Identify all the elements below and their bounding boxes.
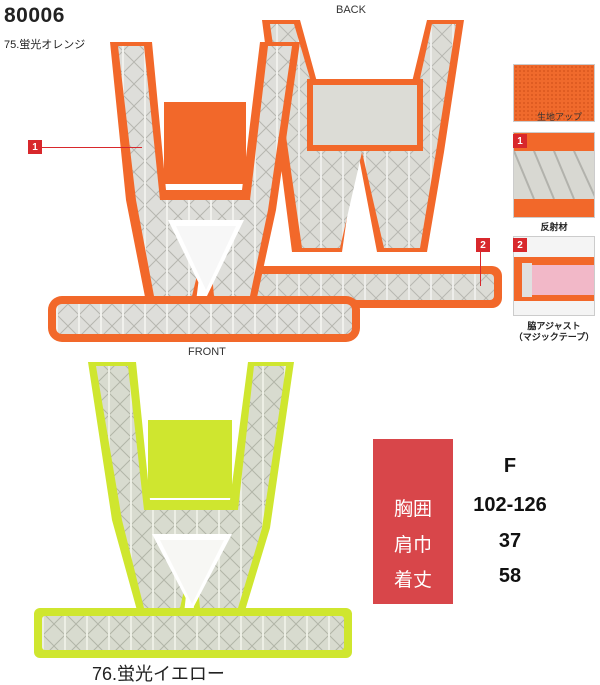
view-label-back: BACK [336,4,366,16]
detail-side-adjust-caption-1: 脇アジャスト [527,321,581,331]
yellow-vest-image [34,362,352,658]
size-header: F [503,455,517,477]
marker-1-leader [42,147,142,148]
size-row-label-shoulder: 肩巾 [393,535,432,556]
product-code: 80006 [4,4,65,27]
size-row-value-length: 58 [498,565,522,587]
size-row-label-chest: 胸囲 [393,499,432,520]
color-name-yellow: 76.蛍光イエロー [92,664,225,684]
marker-1-detail: 1 [513,134,527,148]
color-name-orange: 75.蛍光オレンジ [4,39,86,51]
size-row-value-chest: 102-126 [473,494,547,516]
size-row-label-length: 着丈 [393,570,432,591]
detail-reflective-caption: 反射材 [540,222,568,232]
view-label-front: FRONT [188,346,226,358]
marker-2-main: 2 [476,238,490,252]
size-row-value-shoulder: 37 [498,530,522,552]
detail-fabric-caption: 生地アップ [536,112,582,122]
size-label-panel [373,439,453,604]
marker-2-detail: 2 [513,238,527,252]
marker-2-leader [480,252,481,286]
detail-fabric-image [513,64,595,122]
orange-vest-front-image [48,42,360,342]
orange-vest-back-image [228,20,502,308]
marker-1-main: 1 [28,140,42,154]
detail-side-adjust-caption-2: （マジックテープ） [513,332,595,342]
